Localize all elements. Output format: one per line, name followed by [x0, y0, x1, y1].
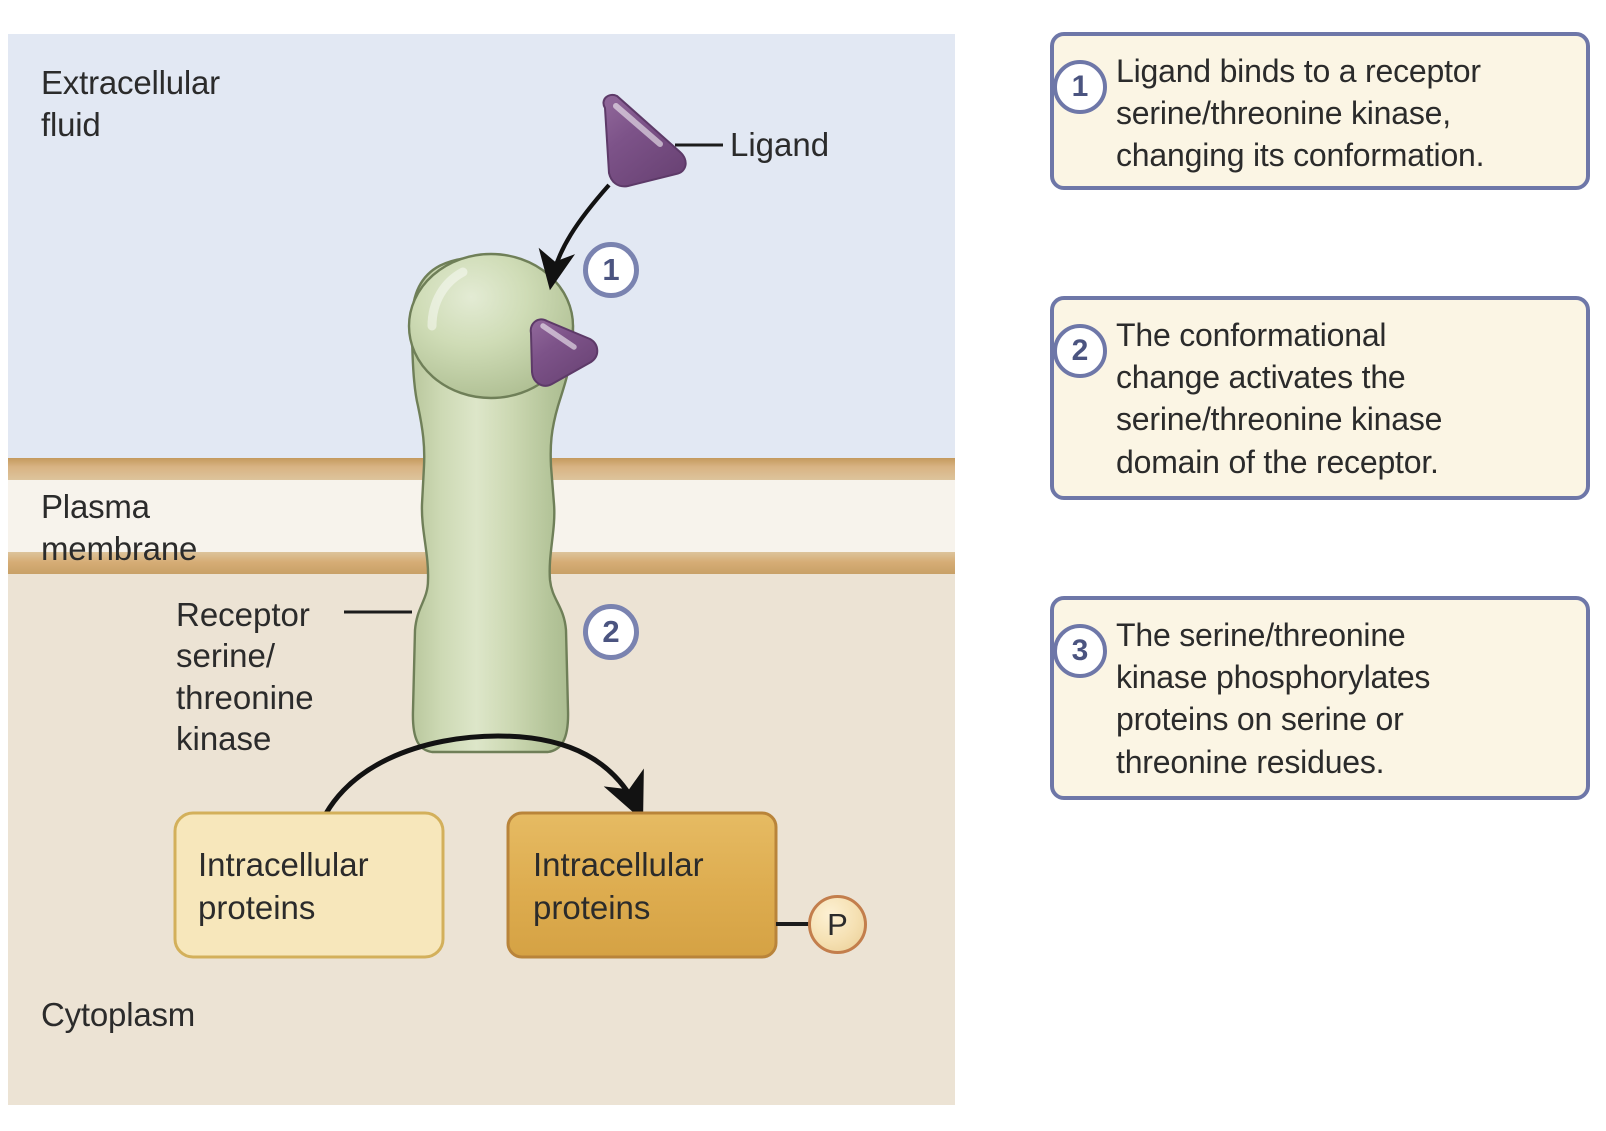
callout-text-3: The serine/threonine kinase phosphorylat… — [1116, 617, 1431, 780]
callout-step-1: 1 Ligand binds to a receptor serine/thre… — [1050, 32, 1590, 190]
step-marker-1: 1 — [583, 242, 639, 298]
callout-text-2: The conformational change activates the … — [1116, 317, 1443, 480]
callout-number-badge-1: 1 — [1053, 60, 1107, 114]
ligand-label: Ligand — [730, 126, 830, 163]
intracellular-proteins-active-label: Intracellular proteins — [533, 846, 704, 926]
intracellular-protein-box-inactive — [173, 811, 445, 959]
phosphate-group-icon: P — [808, 895, 867, 954]
callout-step-2: 2 The conformational change activates th… — [1050, 296, 1590, 500]
step-marker-2: 2 — [583, 604, 639, 660]
binding-arrow — [538, 183, 611, 291]
intracellular-proteins-inactive-label: Intracellular proteins — [198, 846, 369, 926]
intracellular-protein-box-active — [506, 811, 778, 959]
cytoplasm-label: Cytoplasm — [41, 996, 196, 1033]
callout-step-3: 3 The serine/threonine kinase phosphoryl… — [1050, 596, 1590, 800]
diagram-artwork — [173, 94, 810, 959]
receptor-serine-threonine-kinase-label: Receptor serine/ threonine kinase — [176, 596, 314, 757]
plasma-membrane-label: Plasma membrane — [41, 488, 198, 568]
ligand-bound-icon — [529, 318, 599, 387]
callout-number-badge-2: 2 — [1053, 324, 1107, 378]
extracellular-fluid-label: Extracellular fluid — [41, 64, 220, 144]
callout-number-badge-3: 3 — [1053, 624, 1107, 678]
step-callout-list: 1 Ligand binds to a receptor serine/thre… — [1022, 0, 1606, 1131]
cell-signaling-diagram: Extracellular fluid Plasma membrane Cyto… — [8, 34, 955, 1105]
phosphorylation-arrow — [312, 733, 644, 840]
callout-text-1: Ligand binds to a receptor serine/threon… — [1116, 53, 1485, 174]
ligand-free-icon — [602, 94, 687, 188]
